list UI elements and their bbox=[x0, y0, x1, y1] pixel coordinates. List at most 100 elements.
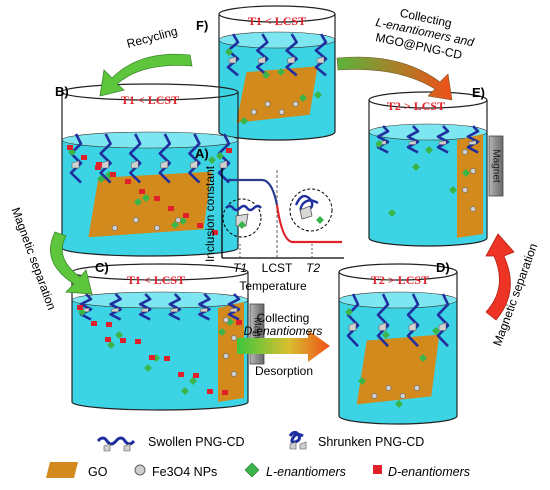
beaker-b-cyclodextrin bbox=[190, 160, 198, 169]
beaker-b-l-enantiomer bbox=[134, 198, 142, 206]
beaker-f-cyclodextrin bbox=[287, 56, 295, 64]
beaker-e-polymer-chain bbox=[466, 125, 480, 154]
beaker-d-polymer-chain bbox=[436, 293, 450, 348]
beaker-d-go-sheet bbox=[356, 334, 440, 405]
legend-l-enantiomer-icon bbox=[244, 462, 260, 478]
beaker-b-fe3o4-np bbox=[133, 217, 139, 223]
beaker-f-cyclodextrin bbox=[258, 56, 266, 64]
beaker-f-l-enantiomer bbox=[240, 117, 248, 125]
graph-tick-t2: T2 bbox=[306, 261, 320, 275]
beaker-b-d-enantiomer bbox=[125, 179, 131, 184]
legend-shrunken-cd-icon bbox=[289, 441, 297, 450]
beaker-c-fe3o4-np bbox=[231, 335, 237, 341]
beaker-c-d-enantiomer bbox=[236, 320, 242, 325]
legend-l-enantiomers-label: L-enantiomers bbox=[266, 465, 346, 479]
beaker-b-polymer-chain bbox=[99, 133, 112, 184]
beaker-c-d-enantiomer bbox=[149, 355, 155, 360]
beaker-c-magnet-label: Magnet bbox=[251, 317, 262, 351]
beaker-c-l-enantiomer bbox=[144, 364, 152, 372]
beaker-e-polymer-chain bbox=[406, 125, 420, 154]
beaker-e-polymer-chain bbox=[376, 125, 390, 154]
desorption-arrow bbox=[237, 330, 330, 362]
panel-label-f: F) bbox=[196, 18, 208, 33]
beaker-b-wall bbox=[61, 92, 239, 257]
beaker-b-polymer-chain bbox=[69, 133, 83, 184]
beaker-d-l-enantiomer bbox=[358, 377, 366, 385]
beaker-f-cyclodextrin bbox=[228, 56, 237, 64]
legend-fe3o4-icon bbox=[134, 464, 146, 476]
beaker-c-d-enantiomer bbox=[178, 372, 184, 377]
legend-swollen-label: Swollen PNG-CD bbox=[148, 435, 245, 449]
beaker-c-l-enantiomer bbox=[189, 377, 197, 385]
legend-go-label: GO bbox=[88, 465, 108, 479]
beaker-c-d-enantiomer bbox=[222, 390, 228, 395]
magnetic-separation-right-arrow bbox=[485, 233, 515, 321]
beaker-f-l-enantiomer bbox=[262, 71, 270, 79]
legend-shrunken-cd-icon-2 bbox=[299, 441, 307, 450]
beaker-c-l-enantiomer bbox=[107, 341, 115, 349]
beaker-d-fe3o4-np bbox=[399, 393, 406, 399]
beaker-b-d-enantiomer bbox=[96, 162, 102, 167]
panel-label-d: D) bbox=[436, 260, 450, 275]
beaker-e-wall bbox=[368, 100, 488, 247]
beaker-b-cyclodextrin bbox=[160, 160, 169, 169]
condition-label-c: T1 < LCST bbox=[127, 273, 185, 287]
beaker-f-l-enantiomer bbox=[225, 48, 233, 56]
beaker-b-polymer-chain bbox=[188, 133, 201, 184]
beaker-d-l-enantiomer bbox=[432, 327, 440, 335]
beaker-b-polymer-chain bbox=[158, 133, 172, 184]
beaker-c-d-enantiomer bbox=[164, 356, 170, 361]
beaker-b-d-enantiomer bbox=[139, 189, 145, 194]
beaker-d-rim bbox=[338, 263, 458, 281]
beaker-c-fe3o4-np bbox=[223, 353, 229, 359]
beaker-b-cyclodextrin bbox=[71, 160, 80, 169]
panel-label-c: C) bbox=[95, 260, 109, 275]
beaker-c-d-enantiomer bbox=[91, 321, 97, 326]
beaker-b-d-enantiomer bbox=[226, 148, 232, 153]
beaker-d-polymer-chain bbox=[376, 293, 390, 348]
beaker-e-l-enantiomer bbox=[462, 169, 470, 177]
beaker-e-l-enantiomer bbox=[375, 140, 383, 148]
beaker-d-polymer-chain bbox=[346, 293, 360, 348]
collecting-d-line1: Collecting bbox=[257, 311, 310, 325]
beaker-f-polymer-chain bbox=[226, 33, 240, 77]
beaker-c-go-sheet bbox=[218, 302, 244, 402]
inclusion-curve-high bbox=[275, 204, 342, 244]
beaker-e-l-enantiomer bbox=[388, 209, 396, 217]
beaker-c-wall bbox=[71, 272, 249, 411]
desorption-label: Desorption bbox=[255, 364, 313, 378]
beaker-f-l-enantiomer bbox=[299, 94, 307, 102]
beaker-c-d-enantiomer bbox=[106, 322, 112, 327]
beaker-b-d-enantiomer bbox=[154, 196, 160, 201]
panel-label-b: B) bbox=[55, 84, 69, 99]
legend-swollen-cd-icon-2 bbox=[123, 443, 131, 452]
beaker-d-cyclodextrin bbox=[408, 322, 417, 331]
beaker-b-d-enantiomer bbox=[95, 165, 101, 170]
condition-label-d: T2 > LCST bbox=[371, 273, 429, 287]
beaker-c-polymer-chain bbox=[198, 293, 211, 321]
beaker-b-d-enantiomer bbox=[212, 230, 218, 235]
beaker-b bbox=[61, 83, 239, 257]
beaker-c-polymer-chain bbox=[109, 293, 122, 321]
graph-tick-t1: T1 bbox=[233, 261, 247, 275]
legend-fe3o4-label: Fe3O4 NPs bbox=[152, 465, 217, 479]
beaker-e-cyclodextrin bbox=[438, 140, 447, 145]
beaker-d-polymer-chain bbox=[406, 293, 420, 348]
beaker-e-fe3o4-np bbox=[462, 187, 468, 193]
beaker-b-d-enantiomer bbox=[67, 145, 73, 150]
beaker-b-polymer-chain bbox=[217, 133, 231, 184]
beaker-e-cyclodextrin bbox=[408, 140, 417, 145]
beaker-b-cyclodextrin bbox=[219, 160, 228, 169]
beaker-f-fe3o4-np bbox=[250, 109, 257, 115]
beaker-f-polymer-chain bbox=[256, 33, 269, 77]
swollen-inset-cd bbox=[235, 213, 249, 227]
beaker-b-fe3o4-np bbox=[175, 217, 182, 223]
beaker-e: Magnet bbox=[368, 91, 504, 247]
beaker-b-polymer-chain bbox=[128, 133, 142, 184]
beaker-d-cyclodextrin bbox=[438, 322, 447, 331]
recycling-label: Recycling bbox=[125, 24, 179, 51]
collecting-d-line2: D-enantiomers bbox=[244, 324, 323, 338]
condition-label-e: T2 > LCST bbox=[387, 99, 445, 113]
shrunken-inset-l-marker bbox=[316, 216, 324, 224]
condition-label-b: T1 < LCST bbox=[121, 93, 179, 107]
